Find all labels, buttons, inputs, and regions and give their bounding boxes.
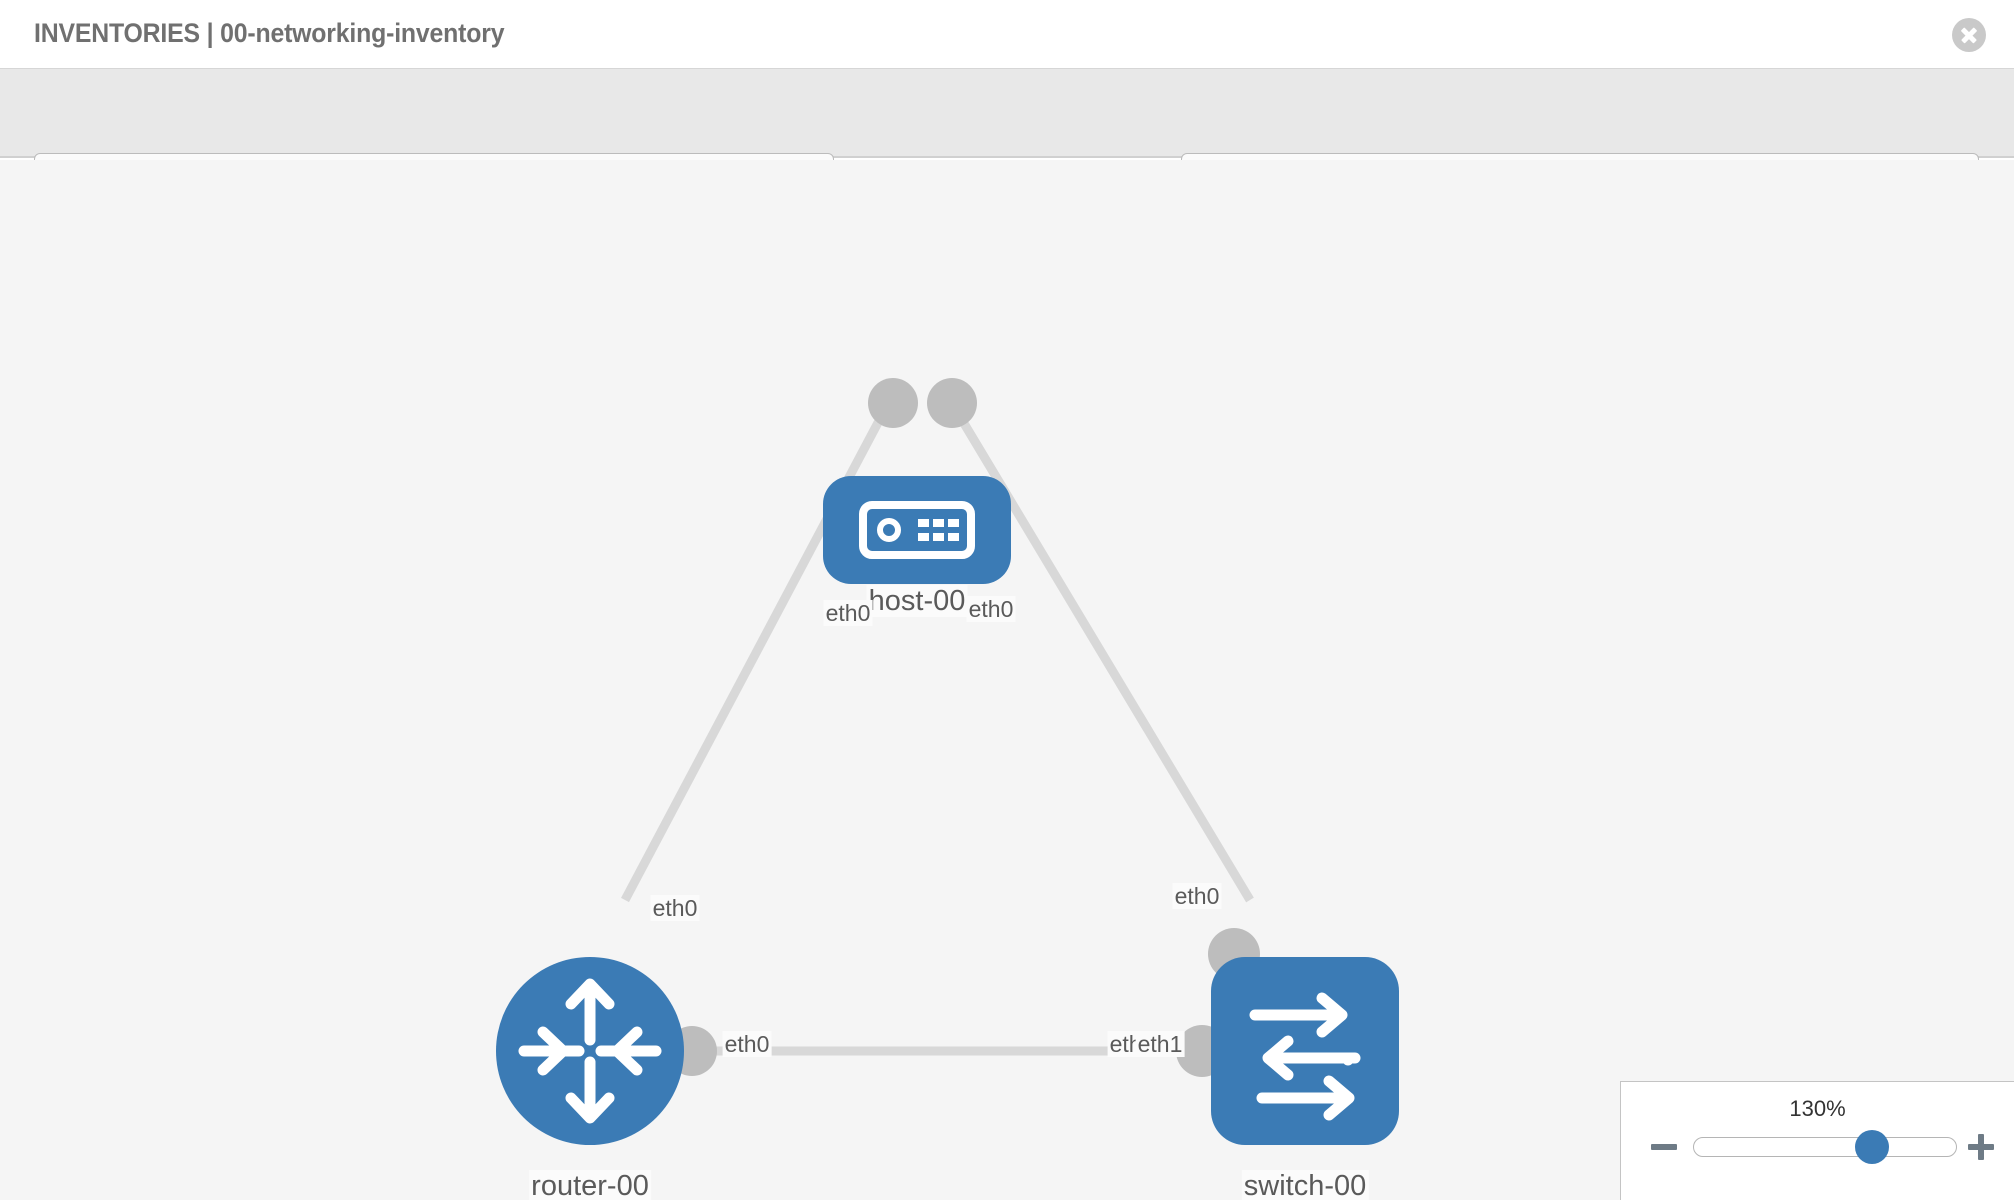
edge-host00-router00: [621, 397, 894, 903]
iface-label-host00-eth0-right: eth0: [966, 596, 1016, 623]
minus-icon[interactable]: [1649, 1132, 1679, 1162]
plus-icon[interactable]: [1966, 1132, 1996, 1162]
iface-label-router00-eth0-right: eth0: [722, 1031, 772, 1058]
switch-arrows-icon: [1249, 992, 1361, 1121]
zoom-control-panel: 130%: [1620, 1081, 2014, 1200]
toolbar: ACTIONS SEARCH: [0, 69, 2014, 205]
node-label-router-00: router-00: [529, 1170, 651, 1200]
iface-label-router00-eth0-up: eth0: [650, 895, 700, 922]
topology-canvas[interactable]: host-00 router-00 switch-00 eth0 eth0 et…: [0, 160, 2014, 1200]
zoom-slider-thumb[interactable]: [1855, 1130, 1890, 1164]
topology-graph: [496, 378, 1399, 1145]
server-appliance-icon: [859, 501, 975, 559]
minus-icon-bar: [1651, 1144, 1677, 1150]
edge-host00-switch00: [946, 397, 1254, 903]
connector-host00-right: [927, 378, 977, 428]
iface-label-switch00-eth1-left: eth1: [1135, 1031, 1185, 1058]
node-label-switch-00: switch-00: [1241, 1170, 1369, 1200]
page-title: INVENTORIES | 00-networking-inventory: [34, 18, 505, 48]
node-router-00: [496, 957, 684, 1145]
connector-host00-left: [868, 378, 918, 428]
node-switch-00: [1211, 957, 1399, 1145]
router-arrows-icon: [518, 978, 662, 1124]
iface-label-switch00-eth0-up: eth0: [1172, 883, 1222, 910]
close-icon[interactable]: [1952, 18, 1986, 52]
zoom-level-value: 130%: [1789, 1096, 1846, 1121]
iface-label-host00-eth0-left: eth0: [823, 600, 873, 627]
plus-icon-bar-v: [1978, 1134, 1984, 1160]
zoom-slider[interactable]: [1693, 1130, 1957, 1164]
page-header: INVENTORIES | 00-networking-inventory: [0, 0, 2014, 69]
node-host-00: [823, 476, 1011, 584]
node-label-host-00: host-00: [866, 585, 968, 618]
